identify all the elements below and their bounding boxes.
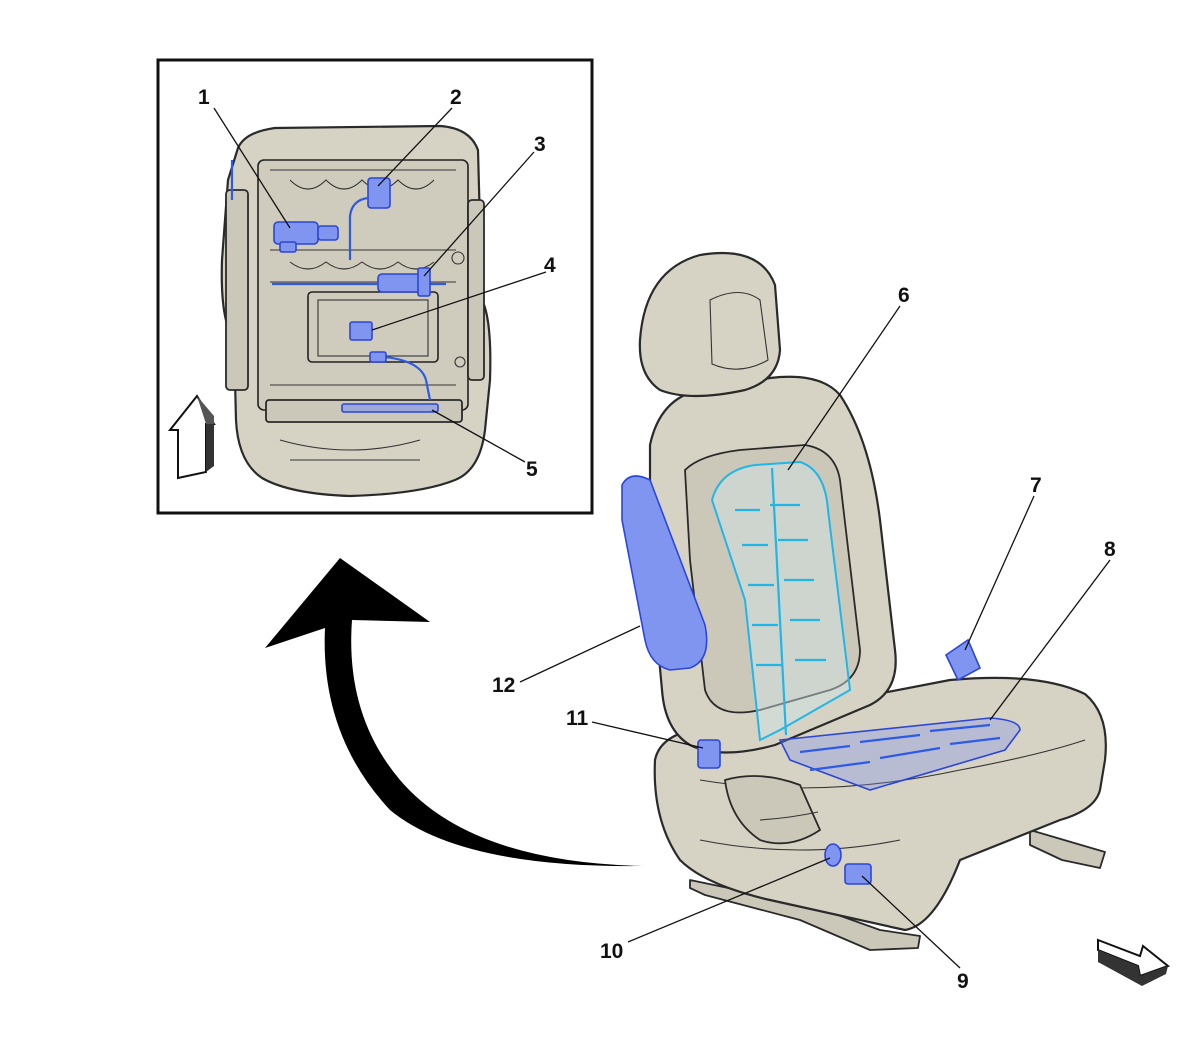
component-6-backrest-heater [710,460,852,742]
component-2-module [348,177,391,260]
callout-10: 10 [600,940,623,963]
component-3-motor [272,267,446,297]
component-1-motor [273,221,339,253]
component-12-side-module [621,475,708,671]
callout-8: 8 [1104,538,1116,561]
component-4-connector [349,321,432,401]
component-8-cushion-heater [778,717,1021,791]
seat-assembly [621,251,1107,951]
callout-11: 11 [566,707,589,730]
seat-rail-front [1029,829,1106,869]
component-7-buckle [944,638,982,682]
callout-12: 12 [492,674,515,697]
hollow-forward-arrow-icon [1097,938,1171,986]
callout-6: 6 [898,284,910,307]
callout-1: 1 [198,86,210,109]
curved-arrow-icon [265,558,642,867]
callout-9: 9 [957,970,969,993]
callout-5: 5 [526,458,538,481]
seat-headrest [638,251,782,398]
component-10-knob [824,843,842,867]
callout-7: 7 [1030,474,1042,497]
leader-lines [213,107,1111,969]
component-11-sensor [697,739,721,769]
inset-seat-underside [220,124,492,498]
hollow-up-arrow-icon [167,394,216,480]
inset-underside-view [156,58,594,515]
callout-3: 3 [534,133,546,156]
callout-4: 4 [544,254,556,277]
callout-labels: 1 2 3 4 5 6 7 8 9 10 11 12 [198,86,1116,993]
component-5-harness [341,403,439,413]
callout-2: 2 [450,86,462,109]
